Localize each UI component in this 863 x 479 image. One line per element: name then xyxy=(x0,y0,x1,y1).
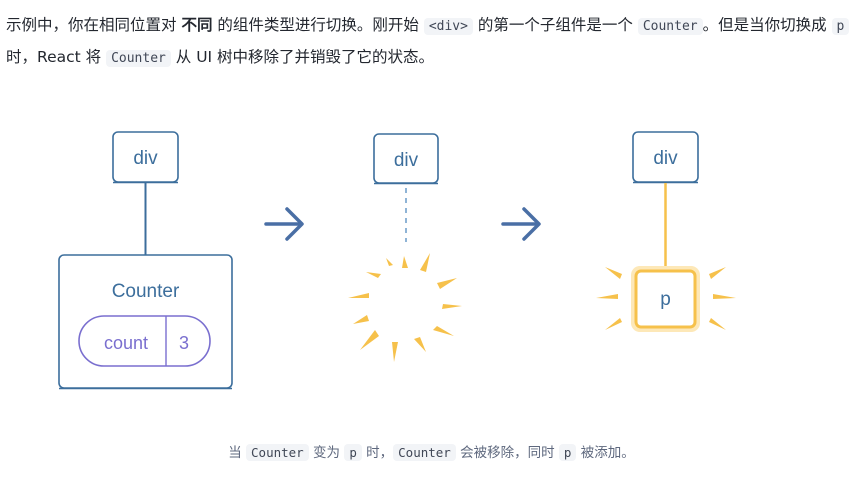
inline-code-div: <div> xyxy=(423,18,473,35)
p-node xyxy=(634,269,697,329)
caption-code-counter-2: Counter xyxy=(393,444,456,461)
burst-icon xyxy=(348,253,462,362)
caption-code-p: p xyxy=(344,444,362,461)
div-node-1-label: div xyxy=(133,148,158,169)
caption-text-1: 当 xyxy=(228,445,247,461)
p-node-label: p xyxy=(660,289,671,310)
diagram-caption: 当 Counter 变为 p 时，Counter 会被移除，同时 p 被添加。 xyxy=(0,441,863,461)
sparkle-icon-left xyxy=(596,267,622,330)
div-node-2-label: div xyxy=(394,150,419,171)
intro-text-5: 。但是当你切换成 xyxy=(702,16,832,34)
arrow-icon-1 xyxy=(264,207,304,241)
stage-2: div xyxy=(348,133,462,362)
inline-code-counter: Counter xyxy=(637,18,703,35)
caption-text-4: 会被移除，同时 xyxy=(455,445,559,461)
div-node-3-label: div xyxy=(653,148,678,169)
state-pill xyxy=(78,315,211,367)
inline-code-counter-2: Counter xyxy=(106,50,171,67)
caption-text-2: 变为 xyxy=(308,445,345,461)
intro-paragraph: 示例中，你在相同位置对 不同 的组件类型进行切换。刚开始 <div> 的第一个子… xyxy=(6,10,856,74)
intro-text-6: 时，React 将 xyxy=(6,48,107,66)
arrow-icon-2 xyxy=(501,207,541,241)
state-value: 3 xyxy=(179,333,189,353)
sparkle-icon-right xyxy=(709,267,736,330)
intro-text-3: 的组件类型进行切换。刚开始 xyxy=(212,16,424,34)
intro-bold-different: 不同 xyxy=(181,16,213,34)
intro-text-4: 的第一个子组件是一个 xyxy=(472,16,638,34)
caption-code-counter: Counter xyxy=(246,444,309,461)
intro-text-7: 从 UI 树中移除了并销毁了它的状态。 xyxy=(170,48,435,66)
caption-text-3: 时， xyxy=(361,445,394,461)
state-name: count xyxy=(104,333,148,353)
intro-text-1: 示例中，你在相同位置对 xyxy=(6,16,182,34)
stage-1: div Counter count 3 xyxy=(58,131,233,390)
caption-code-p-2: p xyxy=(558,444,577,461)
stage-3: div p xyxy=(596,131,736,332)
inline-code-p: p xyxy=(831,18,850,35)
counter-node-label: Counter xyxy=(112,281,180,302)
caption-text-5: 被添加。 xyxy=(576,445,635,461)
